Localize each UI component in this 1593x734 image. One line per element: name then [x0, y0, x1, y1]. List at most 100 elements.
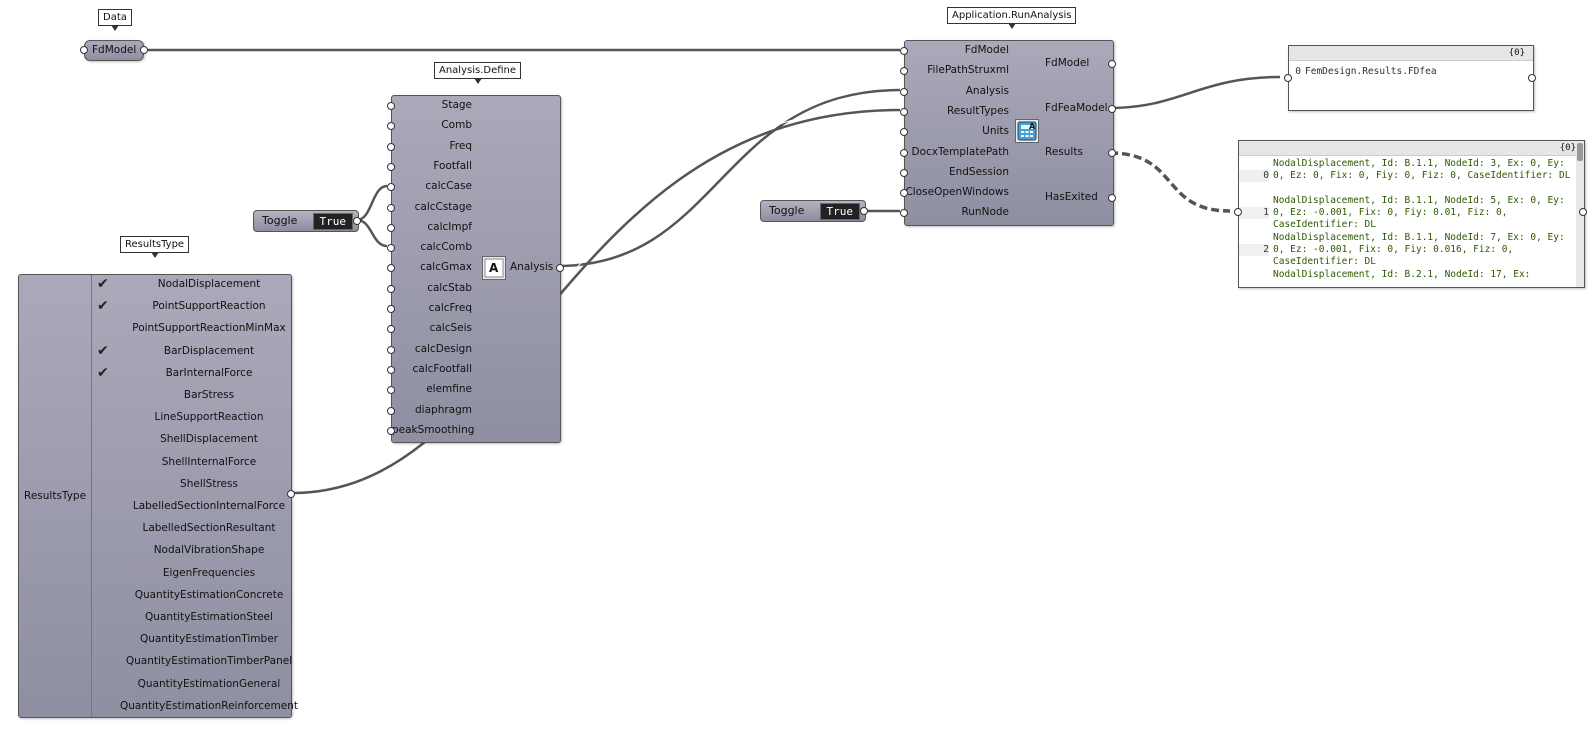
run-analysis-input-grip[interactable] [900, 67, 908, 76]
results-type-item[interactable]: NodalVibrationShape [153, 544, 265, 557]
wire-resultstype [291, 108, 901, 495]
run-analysis-input-label: CloseOpenWindows [905, 186, 1009, 199]
checkmark-icon: ✔ [97, 342, 109, 359]
analysis-define-input-grip[interactable] [387, 142, 395, 151]
results-type-item[interactable]: QuantityEstimationSteel [145, 611, 273, 623]
analysis-define-input-grip[interactable] [387, 264, 395, 273]
analysis-define-input-grip[interactable] [387, 284, 395, 293]
results-type-item[interactable]: ShellInternalForce [161, 455, 257, 468]
wire-toggle-left [356, 184, 388, 248]
panel-results-output-grip[interactable] [1579, 208, 1587, 216]
analysis-icon: A [482, 256, 506, 280]
analysis-define-input-grip[interactable] [387, 102, 395, 110]
analysis-define-input-grip[interactable] [387, 203, 395, 212]
results-type-item[interactable]: BarStress [183, 389, 235, 401]
panel-results-row: NodalDisplacement, Id: B.2.1, NodeId: 17… [1239, 269, 1584, 287]
panel-results-row: 0 NodalDisplacement, Id: B.1.1, NodeId: … [1239, 158, 1584, 194]
panel-results[interactable]: {0} 0 NodalDisplacement, Id: B.1.1, Node… [1238, 140, 1585, 288]
toggle-right-output-grip[interactable] [860, 207, 868, 215]
panel-fea-input-grip[interactable] [1284, 74, 1292, 82]
calculator-icon: A [1015, 119, 1039, 143]
results-type-item[interactable]: LabelledSectionInternalForce [132, 500, 286, 512]
analysis-define-input-grip[interactable] [387, 345, 395, 354]
analysis-define-input-label: calcGmax [420, 261, 472, 274]
analysis-define-input-grip[interactable] [387, 244, 395, 253]
run-analysis-input-grip[interactable] [900, 128, 908, 137]
analysis-define-input-grip[interactable] [387, 365, 395, 374]
toggle-left[interactable]: Toggle True [253, 210, 359, 232]
run-analysis-input-grip[interactable] [900, 189, 908, 198]
fdmodel-param[interactable]: FdModel [84, 40, 144, 61]
panel-fea[interactable]: {0} 0 FemDesign.Results.FDfea [1288, 45, 1534, 111]
analysis-define-input-label: calcImpf [427, 220, 472, 233]
results-type-item[interactable]: QuantityEstimationTimberPanel [125, 655, 293, 668]
run-analysis-input-label: Units [982, 125, 1009, 138]
wire-fea [1109, 75, 1281, 110]
run-analysis-output-grip[interactable] [1108, 60, 1116, 68]
analysis-define-input-grip[interactable] [387, 183, 395, 192]
results-type-item[interactable]: BarDisplacement [163, 344, 255, 357]
results-type-item[interactable]: QuantityEstimationConcrete [134, 588, 284, 601]
wire-results [1109, 151, 1231, 213]
fdmodel-param-output-grip[interactable] [140, 46, 148, 54]
analysis-define-input-grip[interactable] [387, 223, 395, 232]
results-type-item[interactable]: PointSupportReaction [152, 300, 266, 313]
run-analysis-input-grip[interactable] [900, 148, 908, 157]
toggle-right[interactable]: Toggle True [760, 200, 866, 222]
run-analysis-input-label: RunNode [961, 206, 1009, 219]
panel-fea-output-grip[interactable] [1528, 74, 1536, 82]
results-type-output-grip[interactable] [287, 490, 295, 498]
analysis-define-output-grip[interactable] [556, 264, 564, 272]
analysis-define-input-grip[interactable] [387, 386, 395, 395]
panel-results-input-grip[interactable] [1234, 208, 1242, 216]
analysis-define-input-label: peakSmoothing [392, 423, 475, 436]
panel-results-row-text: NodalDisplacement, Id: B.1.1, NodeId: 7,… [1273, 232, 1565, 267]
panel-results-row-text: NodalDisplacement, Id: B.1.1, NodeId: 3,… [1273, 158, 1571, 181]
run-analysis-input-grip[interactable] [900, 209, 908, 218]
panel-results-row-index: 2 [1239, 244, 1269, 256]
panel-results-scroll-thumb[interactable] [1577, 143, 1583, 161]
results-type-item[interactable]: BarInternalForce [165, 366, 253, 379]
run-analysis-input-grip[interactable] [900, 87, 908, 96]
analysis-define-input-grip[interactable] [387, 426, 395, 435]
run-analysis-input-label: ResultTypes [946, 104, 1009, 117]
analysis-define-input-grip[interactable] [387, 122, 395, 131]
toggle-left-output-grip[interactable] [353, 217, 361, 225]
run-analysis-output-label: FdModel [1045, 57, 1090, 69]
checkmark-icon: ✔ [97, 298, 109, 315]
analysis-define-input-grip[interactable] [387, 162, 395, 171]
run-analysis-output-grip[interactable] [1108, 149, 1116, 157]
run-analysis-output-label: HasExited [1045, 191, 1098, 203]
tag-run-analysis: Application.RunAnalysis [947, 7, 1077, 29]
run-analysis-input-grip[interactable] [900, 168, 908, 177]
tag-data: Data [98, 9, 132, 31]
panel-results-row-text: NodalDisplacement, Id: B.1.1, NodeId: 5,… [1273, 195, 1565, 230]
toggle-left-value[interactable]: True [312, 213, 353, 230]
results-type-item[interactable]: ShellStress [180, 477, 238, 490]
analysis-define-input-label: calcDesign [414, 342, 472, 355]
results-type-item[interactable]: QuantityEstimationReinforcement [119, 699, 299, 712]
results-type-item[interactable]: NodalDisplacement [157, 278, 261, 290]
results-type-list[interactable]: ResultsType NodalDisplacement ✔ PointSuppo… [18, 274, 298, 718]
toggle-right-value[interactable]: True [819, 203, 860, 220]
run-analysis-input-grip[interactable] [900, 47, 908, 55]
results-type-item[interactable]: ShellDisplacement [160, 433, 258, 446]
analysis-define-input-grip[interactable] [387, 305, 395, 313]
results-type-item[interactable]: PointSupportReactionMinMax [132, 322, 286, 335]
run-analysis-output-grip[interactable] [1108, 194, 1116, 202]
run-analysis-input-grip[interactable] [900, 107, 908, 116]
results-type-item[interactable]: LineSupportReaction [154, 411, 264, 424]
results-type-item[interactable]: LabelledSectionResultant [142, 522, 276, 535]
results-type-item[interactable]: QuantityEstimationTimber [140, 633, 278, 646]
analysis-define-input-grip[interactable] [387, 325, 395, 334]
fdmodel-param-input-grip[interactable] [80, 46, 88, 54]
panel-results-row-text: NodalDisplacement, Id: B.2.1, NodeId: 17… [1273, 269, 1531, 280]
results-type-item[interactable]: QuantityEstimationGeneral [137, 677, 281, 690]
results-type-item[interactable]: EigenFrequencies [162, 566, 256, 579]
run-analysis-output-grip[interactable] [1108, 105, 1116, 113]
panel-results-row-index: 1 [1239, 207, 1269, 219]
analysis-define-input-grip[interactable] [387, 406, 395, 415]
results-type-output-label: ResultsType [24, 490, 87, 502]
